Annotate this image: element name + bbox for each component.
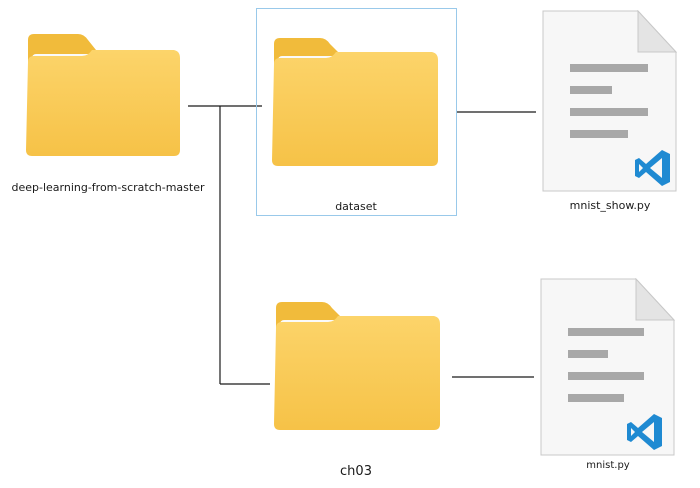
folder-root[interactable] — [22, 32, 182, 157]
folder-ch03[interactable] — [272, 300, 442, 430]
file-mnist-show-label: mnist_show.py — [569, 199, 651, 212]
folder-icon — [272, 38, 438, 166]
file-mnist-label: mnist.py — [586, 460, 630, 471]
folder-ch03-label: ch03 — [340, 464, 372, 479]
folder-dataset[interactable] — [270, 36, 440, 166]
folder-dataset-label: dataset — [335, 200, 377, 213]
dataset-selection-box — [256, 8, 457, 216]
vscode-python-file-icon — [540, 277, 676, 456]
file-mnist-show[interactable] — [542, 9, 678, 192]
vscode-python-file-icon — [542, 9, 678, 192]
file-mnist[interactable] — [540, 277, 676, 456]
folder-icon — [274, 302, 440, 430]
folder-icon — [26, 34, 180, 156]
folder-root-label: deep-learning-from-scratch-master — [11, 181, 205, 194]
